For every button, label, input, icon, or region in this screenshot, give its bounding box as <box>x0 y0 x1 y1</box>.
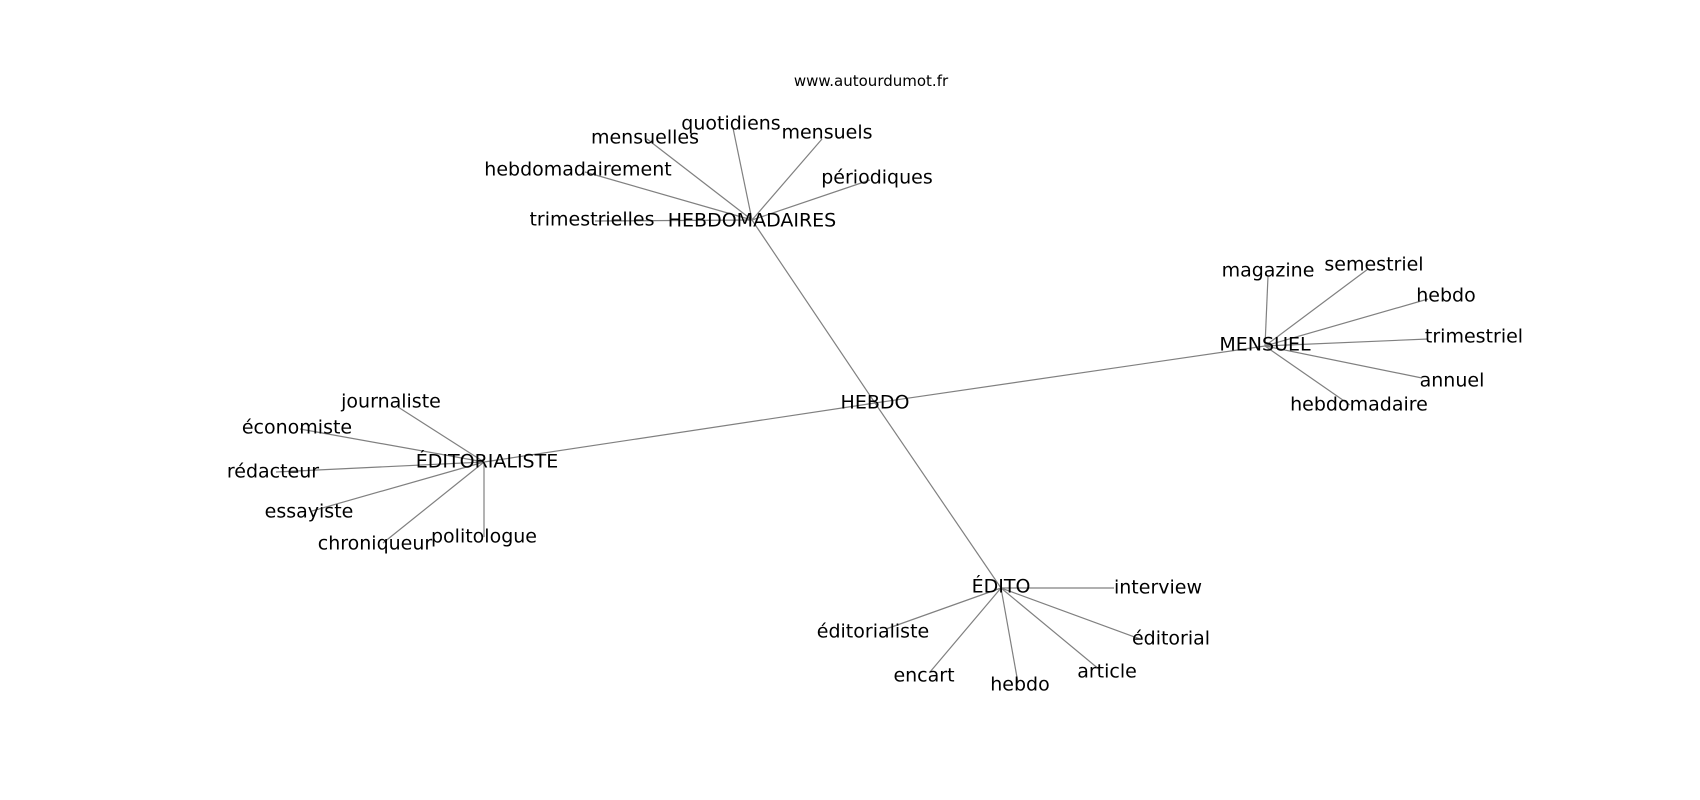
hub-node-label: ÉDITO <box>972 575 1031 598</box>
edge-root-to-hub <box>874 402 1002 589</box>
edge-root-to-hub <box>751 219 876 404</box>
leaf-node-label: trimestriel <box>1425 326 1523 348</box>
graph-edges <box>275 127 1429 684</box>
edge-hub-to-leaf <box>1264 338 1429 347</box>
site-watermark: www.autourdumot.fr <box>793 72 949 90</box>
leaf-node-label: économiste <box>242 417 352 439</box>
hub-node-label: HEBDOMADAIRES <box>668 210 836 232</box>
leaf-node-label: magazine <box>1222 260 1315 282</box>
edge-hub-to-leaf <box>311 461 485 512</box>
leaf-node-label: essayiste <box>265 501 354 523</box>
leaf-node-label: rédacteur <box>227 461 319 483</box>
leaf-node-label: article <box>1077 661 1137 683</box>
edge-hub-to-leaf <box>584 171 753 221</box>
edge-hub-to-leaf <box>275 461 485 473</box>
root-node-label: HEBDO <box>841 392 910 414</box>
edge-hub-to-leaf <box>397 406 485 463</box>
leaf-node-label: journaliste <box>340 391 441 413</box>
edge-hub-to-leaf <box>1264 275 1269 347</box>
edge-hub-to-leaf <box>382 461 485 544</box>
edge-root-to-hub <box>874 345 1266 404</box>
leaf-node-label: éditorial <box>1132 628 1210 650</box>
leaf-node-label: trimestrielles <box>529 209 654 231</box>
leaf-node-label: hebdo <box>990 674 1049 696</box>
edge-hub-to-leaf <box>1264 345 1423 379</box>
leaf-node-label: semestriel <box>1324 254 1423 276</box>
edge-hub-to-leaf <box>1264 298 1429 347</box>
leaf-node-label: périodiques <box>821 167 933 189</box>
leaf-node-label: mensuels <box>781 122 872 144</box>
edge-hub-to-leaf <box>732 127 753 221</box>
edge-hub-to-leaf <box>646 138 753 221</box>
edge-hub-to-leaf <box>1000 587 1141 640</box>
edge-hub-to-leaf <box>751 138 823 221</box>
leaf-node-label: hebdomadairement <box>484 159 671 181</box>
leaf-node-label: quotidiens <box>681 113 780 135</box>
leaf-node-label: hebdomadaire <box>1290 394 1428 416</box>
edge-hub-to-leaf <box>929 587 1002 673</box>
hub-node-label: ÉDITORIALISTE <box>416 450 558 473</box>
leaf-node-label: éditorialiste <box>817 621 929 643</box>
edge-hub-to-leaf <box>1264 268 1369 347</box>
edge-hub-to-leaf <box>299 428 485 463</box>
edge-hub-to-leaf <box>594 219 753 222</box>
edge-hub-to-leaf <box>1000 587 1019 684</box>
leaf-node-label: politologue <box>431 526 537 548</box>
edge-root-to-hub <box>483 402 876 463</box>
edge-hub-to-leaf <box>885 587 1002 630</box>
edge-hub-to-leaf <box>1264 345 1351 406</box>
leaf-node-label: encart <box>893 665 954 687</box>
edge-hub-to-leaf <box>1000 587 1101 671</box>
leaf-node-label: chroniqueur <box>318 533 433 555</box>
leaf-node-label: annuel <box>1420 370 1485 392</box>
edge-hub-to-leaf <box>751 179 871 221</box>
hub-node-label: MENSUEL <box>1219 334 1311 356</box>
leaf-node-label: mensuelles <box>591 127 699 149</box>
leaf-node-label: hebdo <box>1416 285 1475 307</box>
leaf-node-label: interview <box>1114 577 1202 599</box>
